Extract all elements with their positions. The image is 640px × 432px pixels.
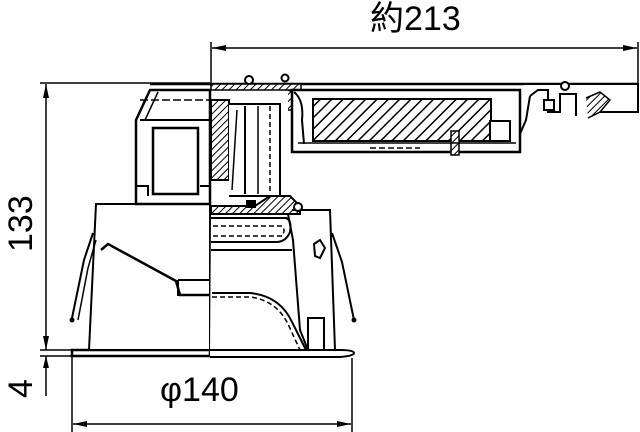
dimension-overall-length bbox=[210, 42, 639, 86]
arrowhead-left-icon bbox=[73, 421, 87, 427]
housing-section-right bbox=[210, 89, 357, 351]
arrowhead-up-icon bbox=[43, 84, 49, 98]
arrowhead-down-icon bbox=[43, 336, 49, 350]
dimension-overall-length-label: 約213 bbox=[370, 0, 461, 38]
dimension-diameter bbox=[71, 356, 353, 432]
arrowhead-right-icon bbox=[337, 421, 351, 427]
arrowhead-right-icon bbox=[623, 45, 637, 51]
dimension-diameter-label: φ140 bbox=[160, 371, 239, 409]
dimension-flange-thickness-label: 4 bbox=[2, 379, 40, 398]
trim-flange bbox=[70, 348, 356, 358]
terminal-housing bbox=[134, 88, 212, 206]
driver-box bbox=[290, 88, 522, 156]
arrowhead-up-icon bbox=[43, 356, 49, 368]
arrowhead-left-icon bbox=[212, 45, 226, 51]
dimension-height-label: 133 bbox=[2, 195, 40, 252]
dimension-flange-thickness bbox=[40, 355, 72, 396]
terminal-connector bbox=[519, 81, 639, 135]
housing-exterior-left bbox=[69, 203, 211, 351]
